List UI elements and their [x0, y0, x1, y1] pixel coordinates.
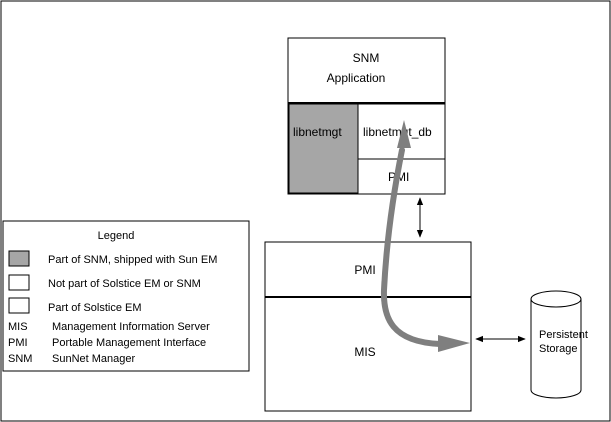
legend: Legend Part of SNM, shipped with Sun EM … — [2, 220, 250, 372]
storage-top — [530, 290, 582, 308]
legend-swatch-snm — [8, 250, 30, 267]
legend-box — [2, 220, 250, 372]
legend-swatch-label: Part of SNM, shipped with Sun EM — [48, 254, 217, 266]
snm-title: SNM — [353, 51, 380, 65]
legend-abbr: PMI — [8, 337, 28, 349]
storage-body — [530, 299, 582, 399]
storage-line2: Storage — [539, 343, 578, 355]
libnetmgt-box — [288, 103, 359, 194]
mis-label: MIS — [354, 345, 375, 359]
legend-abbr: SNM — [8, 353, 32, 365]
persistent-storage: Persistent Storage — [530, 290, 588, 399]
flow-arrow — [380, 120, 470, 352]
mis-pmi-label: PMI — [354, 263, 375, 277]
flow-arrow-shaft — [380, 147, 443, 347]
storage-line1: Persistent — [539, 329, 588, 341]
legend-swatch-label: Part of Solstice EM — [48, 302, 142, 314]
legend-abbr-meaning: SunNet Manager — [52, 353, 135, 365]
snm-block: SNM Application libnetmgt libnetmgt_db P… — [287, 37, 446, 195]
mis-outer-box — [264, 241, 472, 412]
legend-swatch-label: Not part of Solstice EM or SNM — [48, 278, 201, 290]
mis-block: PMI MIS — [264, 241, 472, 412]
legend-abbr-meaning: Portable Management Interface — [52, 337, 206, 349]
libnetmgt-label: libnetmgt — [293, 125, 342, 139]
libnetmgt-db-label: libnetmgt_db — [363, 125, 432, 139]
legend-title: Legend — [98, 230, 135, 242]
legend-abbr: MIS — [8, 321, 28, 333]
snm-subtitle: Application — [327, 71, 386, 85]
flow-arrow-head-up — [397, 120, 411, 148]
legend-swatch-solstice — [8, 297, 30, 314]
legend-abbr-meaning: Management Information Server — [52, 321, 210, 333]
legend-swatch-other — [8, 274, 30, 291]
flow-arrow-head-right — [438, 335, 470, 352]
